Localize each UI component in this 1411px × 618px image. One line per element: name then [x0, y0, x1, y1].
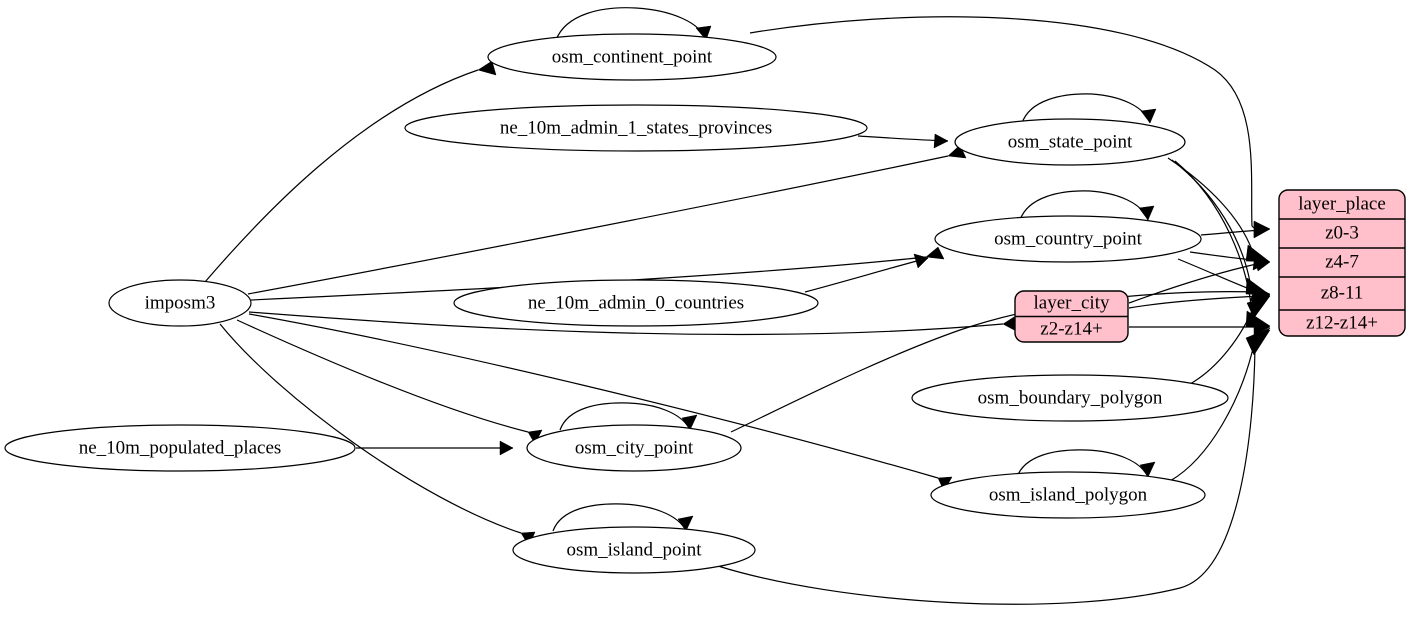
node-label: osm_island_point [566, 539, 702, 560]
selfloop-osm_island_polygon [1016, 449, 1149, 478]
record-row-z0-3[interactable]: z0-3 [1325, 222, 1359, 243]
node-osm_boundary_polygon[interactable]: osm_boundary_polygon [911, 374, 1229, 422]
arrowhead-icon [477, 60, 497, 76]
node-ne_10m_admin_1_states_provinces[interactable]: ne_10m_admin_1_states_provinces [404, 104, 868, 152]
node-osm_island_point[interactable]: osm_island_point [512, 526, 756, 574]
record-row-z12-z14[interactable]: z12-z14+ [1306, 312, 1378, 333]
edge-osm_island_point-to-layer_place-z12 [717, 345, 1256, 605]
record-title: layer_city [1034, 292, 1110, 313]
arrowhead-icon [1253, 221, 1271, 239]
node-label: imposm3 [145, 292, 216, 313]
edge-layer_city-to-layer_place-z8-11 [1128, 295, 1261, 309]
arrowhead-icon [681, 414, 698, 431]
arrowhead-icon [1140, 108, 1157, 124]
selfloop-osm_state_point [1021, 93, 1151, 124]
record-title: layer_place [1298, 193, 1386, 214]
node-label: ne_10m_admin_1_states_provinces [500, 117, 772, 138]
edge-osm_state_point-to-layer_place-z8-11 [1171, 159, 1251, 283]
arrowhead-icon [925, 246, 945, 260]
edge-imposm3-to-osm_island_point [219, 323, 522, 534]
selfloop-osm_continent_point [555, 7, 707, 41]
record-row-z8-11[interactable]: z8-11 [1321, 282, 1364, 303]
node-imposm3[interactable]: imposm3 [108, 279, 252, 327]
node-label: osm_city_point [575, 437, 694, 458]
node-label: ne_10m_admin_0_countries [528, 292, 744, 313]
arrowhead-icon [1246, 329, 1271, 356]
arrowhead-icon [1138, 205, 1155, 221]
edge-osm_island_polygon-to-layer_place-z12 [1169, 343, 1255, 482]
arrowhead-icon [1139, 461, 1156, 478]
selfloop-osm_city_point [559, 402, 691, 431]
edge-imposm3-to-osm_city_point [236, 319, 529, 433]
record-row-z2-z14[interactable]: z2-z14+ [1040, 318, 1102, 339]
edge-layer_city-to-layer_place-z4-7 [1128, 262, 1262, 304]
node-label: osm_island_polygon [989, 484, 1148, 505]
arrowhead-icon [933, 133, 949, 149]
node-osm_city_point[interactable]: osm_city_point [526, 424, 742, 472]
record-row-z4-7[interactable]: z4-7 [1325, 251, 1359, 272]
selfloop-osm_country_point [1019, 190, 1149, 221]
edge-osm_country_point-to-layer_place-z8-11 [1177, 258, 1261, 294]
nodes-layer: imposm3 ne_10m_populated_places ne_10m_a… [4, 33, 1406, 574]
node-label: ne_10m_populated_places [79, 437, 282, 458]
arrowhead-icon [1253, 255, 1271, 272]
arrowhead-icon [1253, 318, 1271, 336]
edge-osm_continent_point-to-layer_place-z0-3 [749, 16, 1253, 227]
arrowhead-icon [1246, 295, 1271, 319]
arrowhead-icon [913, 253, 929, 269]
arrowhead-icon [499, 440, 514, 456]
node-ne_10m_populated_places[interactable]: ne_10m_populated_places [4, 424, 356, 472]
node-osm_continent_point[interactable]: osm_continent_point [487, 33, 777, 81]
edge-osm_boundary_polygon-to-layer_place-z8-11 [1189, 305, 1255, 385]
edge-imposm3-to-osm_island_polygon [248, 313, 939, 479]
node-label: osm_state_point [1008, 131, 1133, 152]
record-node-layer_city[interactable]: layer_city z2-z14+ [1014, 290, 1129, 343]
edge-osm_city_point-to-layer_place-z8-11 [730, 291, 1259, 433]
edge-imposm3-to-layer_city [248, 311, 1004, 336]
arrowhead-icon [695, 25, 712, 41]
arrowhead-icon [677, 515, 694, 532]
node-label: osm_boundary_polygon [978, 387, 1163, 408]
selfloop-osm_island_point [552, 503, 687, 532]
node-osm_state_point[interactable]: osm_state_point [954, 118, 1186, 166]
node-label: osm_country_point [994, 228, 1142, 249]
record-node-layer_place[interactable]: layer_place z0-3 z4-7 z8-11 z12-z14+ [1278, 189, 1406, 337]
edge-ne_10m_admin_0_countries-to-osm_country_point [804, 257, 929, 293]
node-ne_10m_admin_0_countries[interactable]: ne_10m_admin_0_countries [453, 279, 819, 327]
node-label: osm_continent_point [552, 46, 713, 67]
edge-imposm3-to-osm_continent_point [204, 69, 479, 283]
node-osm_island_polygon[interactable]: osm_island_polygon [930, 471, 1206, 519]
node-osm_country_point[interactable]: osm_country_point [934, 215, 1202, 263]
edges-layer [204, 7, 1271, 605]
arrowhead-icon [1251, 285, 1271, 303]
edge-imposm3-to-osm_state_point [247, 155, 949, 295]
arrowhead-icon [1002, 316, 1017, 332]
